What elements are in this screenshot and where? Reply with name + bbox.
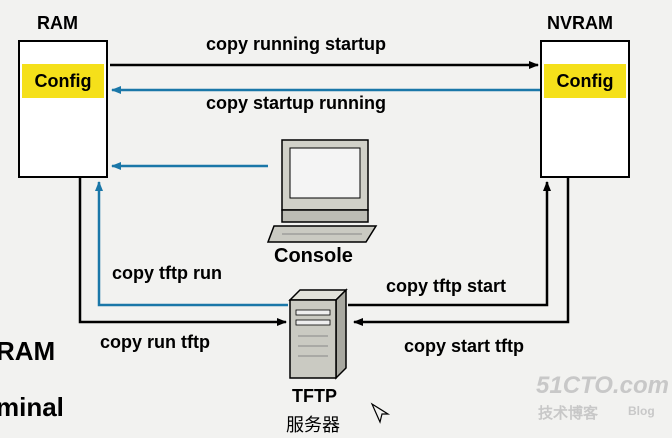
arrow-copy-tftp-run <box>95 181 288 307</box>
label-copy-running-startup: copy running startup <box>206 34 386 54</box>
nvram-box: Config <box>540 40 630 178</box>
left-fragment-1: RAM <box>0 336 56 366</box>
arrow-copy-start-tftp <box>353 178 570 326</box>
watermark-logo: 51CTO.com <box>536 372 669 399</box>
ram-config: Config <box>22 64 104 98</box>
arrow-copy-tftp-start <box>348 181 551 307</box>
nvram-title: NVRAM <box>547 13 613 33</box>
label-copy-tftp-run: copy tftp run <box>112 263 222 283</box>
pointer-icon <box>370 402 391 424</box>
computer-icon <box>266 139 378 243</box>
tftp-sublabel: 服务器 <box>286 415 340 436</box>
left-fragment-2: minal <box>0 392 64 422</box>
watermark-blog: Blog <box>628 404 655 418</box>
tftp-label: TFTP <box>292 386 337 406</box>
ram-title: RAM <box>37 13 78 33</box>
label-copy-tftp-start: copy tftp start <box>386 276 507 296</box>
label-copy-start-tftp: copy start tftp <box>404 336 525 356</box>
arrow-copy-run-tftp <box>78 178 287 326</box>
nvram-config: Config <box>544 64 626 98</box>
server-icon <box>288 288 348 380</box>
label-copy-run-tftp: copy run tftp <box>100 332 210 352</box>
ram-box: Config <box>18 40 108 178</box>
console-label: Console <box>274 245 353 267</box>
watermark-sub: 技术博客 <box>538 404 599 422</box>
label-copy-startup-running: copy startup running <box>206 93 386 113</box>
